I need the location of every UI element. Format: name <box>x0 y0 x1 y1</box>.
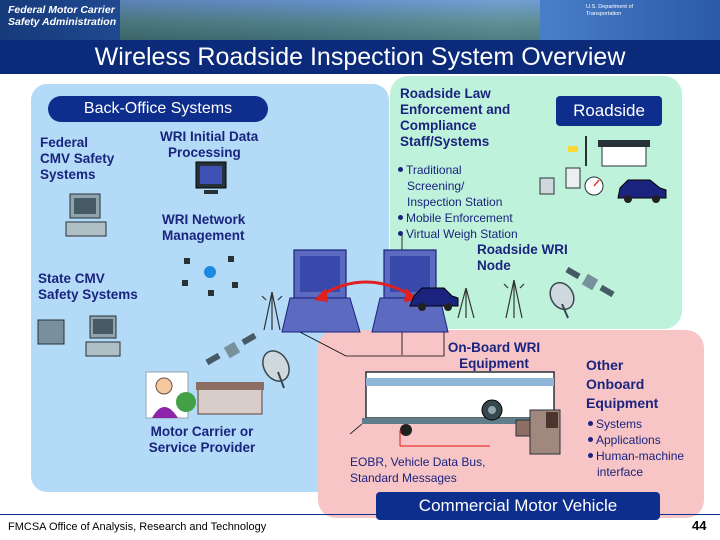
page-number: 44 <box>692 518 707 533</box>
state-line-2: Safety Systems <box>38 287 138 302</box>
antenna-icon-2 <box>503 279 525 319</box>
state-office-photo-icon <box>37 319 65 345</box>
onboard-bullet-3: Human-machine <box>588 448 684 464</box>
onboard-bullets: Systems Applications Human-machine inter… <box>588 416 684 480</box>
dot-line-2: Transportation <box>586 11 622 17</box>
wri-processing-label: WRI Initial Data Processing <box>160 129 258 161</box>
staff-line-4: Staff/Systems <box>400 134 490 149</box>
roadside-heading: Roadside <box>556 96 662 126</box>
vehicle-heading: Commercial Motor Vehicle <box>376 492 660 520</box>
network-line-1: WRI Network <box>162 212 246 227</box>
state-line-1: State CMV <box>38 271 105 286</box>
wri-node-line-1: Roadside WRI <box>477 242 568 257</box>
federal-line-1: Federal <box>40 135 89 150</box>
title-bar <box>0 40 720 74</box>
agency-line-1: Federal Motor Carrier <box>8 4 115 16</box>
data-exchange-arrow <box>319 280 413 298</box>
roadside-heading-text: Roadside <box>573 101 645 120</box>
other-line-1: Other <box>586 357 624 373</box>
onboard-line-1: On-Board WRI <box>447 340 541 355</box>
roadside-wri-node-label: Roadside WRI Node <box>477 242 568 274</box>
wri-network-label: WRI Network Management <box>162 212 245 244</box>
antenna-icon-1 <box>261 291 283 331</box>
onboard-bullet-2: Applications <box>588 432 684 448</box>
dot-logo: U.S. Department of Transportation <box>586 4 633 18</box>
onboard-wri-label: On-Board WRI Equipment <box>434 340 554 372</box>
state-workstation-icon <box>85 315 121 357</box>
federal-workstation-icon <box>65 193 107 237</box>
footer-office: FMCSA Office of Analysis, Research and T… <box>8 521 267 533</box>
satellite-icon-2 <box>565 266 615 298</box>
truck-icon <box>349 371 558 447</box>
other-line-2: Onboard <box>586 376 645 392</box>
inspection-station-icon <box>568 136 650 167</box>
roadside-bullet-2: Mobile Enforcement <box>398 210 518 226</box>
other-onboard-label: Other Onboard Equipment <box>586 356 658 413</box>
header-banner <box>0 0 720 40</box>
roadside-device-icons <box>539 167 604 196</box>
carrier-line-1: Motor Carrier or <box>150 424 254 439</box>
roadside-bullets: Traditional Screening/ Inspection Statio… <box>398 162 518 242</box>
back-office-heading: Back-Office Systems <box>48 96 268 122</box>
roadside-staff-label: Roadside Law Enforcement and Compliance … <box>400 86 510 150</box>
eobr-line-2: Standard Messages <box>350 471 457 485</box>
eobr-label: EOBR, Vehicle Data Bus, Standard Message… <box>350 454 485 486</box>
network-line-2: Management <box>162 228 245 243</box>
onboard-bullet-3-line-2: interface <box>597 465 644 479</box>
staff-line-3: Compliance <box>400 118 477 133</box>
police-car-icon-2 <box>409 287 459 311</box>
eobr-line-1: EOBR, Vehicle Data Bus, <box>350 455 486 469</box>
roadside-bullet-1: Traditional <box>398 162 518 178</box>
agency-name: Federal Motor Carrier Safety Administrat… <box>8 4 116 28</box>
agency-line-2: Safety Administration <box>8 16 117 28</box>
slide-title: Wireless Roadside Inspection System Over… <box>94 43 626 71</box>
staff-line-1: Roadside Law <box>400 86 491 101</box>
satellite-icon-1 <box>205 332 257 366</box>
state-cmv-label: State CMV Safety Systems <box>38 271 138 303</box>
federal-line-3: Systems <box>40 167 96 182</box>
footer-rule <box>0 514 720 515</box>
police-car-icon-1 <box>617 179 667 203</box>
network-management-icon <box>182 256 238 296</box>
back-office-heading-text: Back-Office Systems <box>83 100 233 117</box>
onboard-line-2: Equipment <box>459 356 529 371</box>
truck-cab-icon <box>529 409 561 455</box>
laptop-left-icon <box>281 249 361 333</box>
staff-line-2: Enforcement and <box>400 102 511 117</box>
satellite-dish-icon-1 <box>262 350 290 389</box>
carrier-building-icon <box>176 382 264 415</box>
motor-carrier-label: Motor Carrier or Service Provider <box>136 424 268 456</box>
roadside-bullet-1-line-3: Inspection Station <box>407 195 503 209</box>
onboard-bullet-1: Systems <box>588 416 684 432</box>
processing-monitor-icon <box>195 161 227 194</box>
dot-line-1: U.S. Department of <box>586 4 634 10</box>
processing-line-2: Processing <box>168 145 241 160</box>
federal-cmv-label: Federal CMV Safety Systems <box>40 135 114 183</box>
satellite-dish-icon-2 <box>549 281 575 319</box>
connector-line <box>295 329 445 357</box>
processing-line-1: WRI Initial Data <box>160 129 259 144</box>
wri-node-line-2: Node <box>477 258 511 273</box>
roadside-bullet-3: Virtual Weigh Station <box>398 226 518 242</box>
other-line-3: Equipment <box>586 395 659 411</box>
vehicle-heading-text: Commercial Motor Vehicle <box>418 496 618 515</box>
federal-line-2: CMV Safety <box>40 151 115 166</box>
carrier-line-2: Service Provider <box>148 440 256 455</box>
roadside-bullet-1-line-2: Screening/ <box>407 179 465 193</box>
highway-photo <box>120 0 540 40</box>
antenna-icon-4 <box>457 287 475 319</box>
